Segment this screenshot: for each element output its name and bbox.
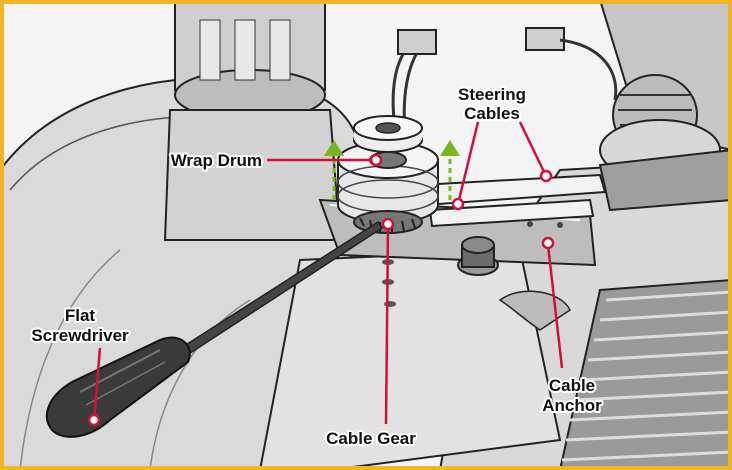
callout-line-cable-anchor bbox=[546, 244, 564, 369]
callout-lines bbox=[87, 121, 564, 427]
wire-connector-right bbox=[525, 27, 565, 51]
callout-dot-screwdriver bbox=[87, 413, 101, 427]
platform-slot bbox=[498, 290, 571, 331]
motor-rib bbox=[199, 19, 221, 81]
callout-dot-steering-2 bbox=[539, 169, 553, 183]
rotation-arrow-right bbox=[440, 140, 460, 200]
steering-cable-lower bbox=[428, 198, 595, 228]
tread-grip bbox=[559, 279, 730, 468]
wire-connector-left bbox=[397, 29, 437, 55]
label-cable-anchor-line1: Cable bbox=[549, 376, 595, 395]
body-shell-curve-2 bbox=[149, 299, 251, 468]
label-wrap-drum: Wrap Drum bbox=[171, 151, 262, 170]
label-cable-anchor-line2: Anchor bbox=[542, 396, 602, 415]
body-shell-curve bbox=[19, 249, 121, 468]
label-steering-cables-line1: Steering bbox=[458, 85, 526, 104]
plate-hole bbox=[527, 221, 533, 227]
motor-rib bbox=[269, 19, 291, 81]
callout-dot-cable-anchor bbox=[541, 236, 555, 250]
steering-mount bbox=[598, 149, 730, 212]
callout-dot-cable-gear bbox=[381, 217, 395, 231]
center-column bbox=[163, 109, 342, 241]
callout-dot-wrap-drum bbox=[369, 153, 383, 167]
label-flat-screwdriver-line1: Flat bbox=[65, 306, 96, 325]
platform-hole bbox=[384, 301, 396, 307]
motor-rib bbox=[234, 19, 256, 81]
label-steering-cables-line2: Cables bbox=[464, 104, 520, 123]
callout-line-cable-gear bbox=[384, 225, 390, 425]
hex-bolt-top bbox=[461, 236, 495, 254]
label-cable-gear: Cable Gear bbox=[326, 429, 416, 448]
callout-dot-steering-1 bbox=[451, 197, 465, 211]
callout-line-steering-1 bbox=[456, 121, 480, 205]
plate-hole bbox=[557, 222, 563, 228]
callout-line-steering-2 bbox=[518, 121, 548, 177]
callout-line-screwdriver bbox=[92, 347, 102, 421]
label-flat-screwdriver-line2: Screwdriver bbox=[31, 326, 129, 345]
flat-screwdriver bbox=[45, 220, 384, 438]
wire bbox=[559, 38, 618, 101]
